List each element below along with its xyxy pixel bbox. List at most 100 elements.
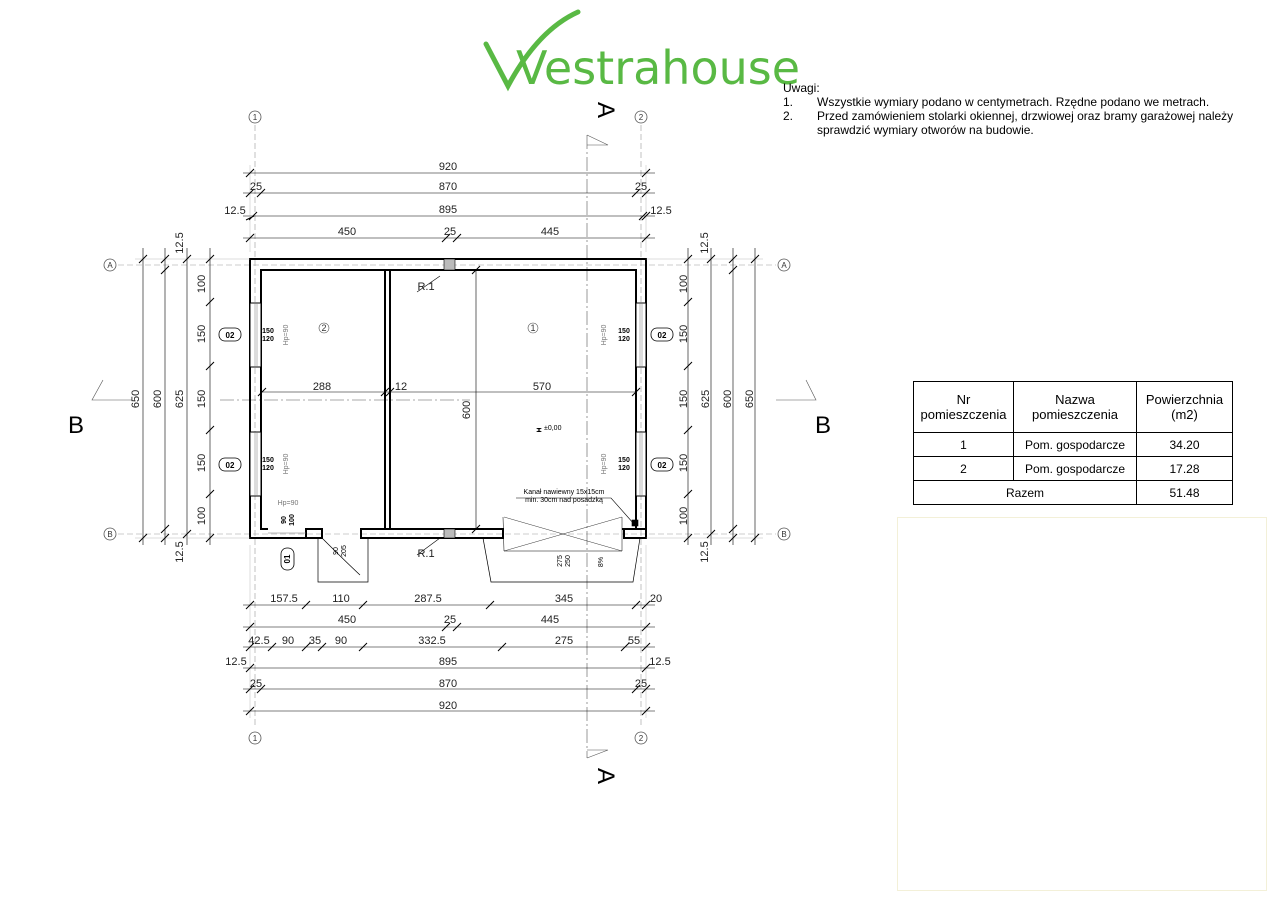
table-row: 1 Pom. gospodarcze 34.20 [913, 432, 1233, 457]
logo-swoosh [483, 9, 581, 92]
door-height: 205 [341, 545, 348, 557]
axis-label-2: 2 [639, 734, 644, 743]
cell-nr: 1 [913, 432, 1014, 457]
dim-bottom-inner: 870 [439, 678, 457, 690]
extension-lines [135, 165, 763, 718]
dim-bottom-outer: 895 [439, 656, 457, 668]
window-tag-label: 02 [226, 461, 235, 470]
vent-leader [516, 497, 639, 527]
dim-right-inner: 600 [722, 390, 734, 408]
dim-bottom-wall-right: 25 [635, 678, 647, 690]
walls [249, 258, 647, 539]
dim-bottom-offset-left: 12.5 [225, 656, 246, 668]
dim-left-overall: 650 [130, 390, 142, 408]
lintel-leaders [416, 275, 441, 556]
axis-label-2: 2 [639, 113, 644, 122]
door-sill: Hp=90 [278, 500, 299, 507]
gate-slope: 8% [598, 557, 605, 567]
dim-width-left: 288 [313, 381, 331, 393]
dim-right-seg-0: 100 [678, 275, 690, 293]
door-tag-label: 01 [283, 554, 292, 563]
room-table: Nr pomieszczenia Nazwa pomieszczenia Pow… [913, 381, 1233, 505]
dim-bottom-r2-2: 445 [541, 614, 559, 626]
note-number: 2. [783, 109, 794, 123]
window-tag-label: 02 [658, 331, 667, 340]
total-value: 51.48 [1136, 480, 1233, 505]
note-text: Wszystkie wymiary podano w centymetrach.… [817, 95, 1210, 109]
header-area: Powierzchnia (m2) [1136, 381, 1233, 433]
axis-label-b: B [107, 530, 112, 539]
garage-gate [482, 516, 641, 583]
door-width: 90 [333, 547, 340, 555]
dim-bottom-r1-2: 287.5 [414, 593, 442, 605]
cell-name: Pom. gospodarcze [1013, 456, 1137, 481]
dim-left-seg-0: 100 [196, 275, 208, 293]
window-width: 150 [618, 457, 630, 464]
window-sill: Hp=90 [601, 324, 608, 345]
dimension-ticks [138, 168, 760, 716]
section-label-a-bottom: A [592, 768, 619, 784]
dim-top-wall-right: 25 [635, 181, 647, 193]
room-number-1: 1 [530, 323, 535, 333]
dim-height: 600 [461, 401, 473, 419]
window-height: 120 [262, 465, 274, 472]
window-height: 120 [618, 336, 630, 343]
door-small-height: 100 [289, 514, 296, 526]
section-a-line [586, 134, 609, 759]
door-small-width: 90 [281, 516, 288, 524]
cell-nr: 2 [913, 456, 1014, 481]
note-number: 1. [783, 95, 794, 109]
dim-right-mid: 625 [700, 390, 712, 408]
room-marker [527, 322, 539, 334]
dim-bottom-offset-right: 12.5 [649, 656, 670, 668]
dim-right-seg-1: 150 [678, 325, 690, 343]
note-text: Przed zamówieniem stolarki okiennej, drz… [817, 109, 1234, 137]
dim-left-seg-4: 100 [196, 507, 208, 525]
dim-top-right-room: 445 [541, 226, 559, 238]
dim-left-mid: 625 [174, 390, 186, 408]
section-label-b-left: B [68, 412, 84, 439]
dim-bottom-r3-0: 42.5 [248, 635, 269, 647]
dim-right-offset-top: 12.5 [699, 232, 711, 253]
room-marker [318, 322, 330, 334]
dim-bottom-r3-6: 55 [628, 635, 640, 647]
dim-right-offset-bottom: 12.5 [699, 541, 711, 562]
cell-name: Pom. gospodarcze [1013, 432, 1137, 457]
dimension-lines [142, 172, 756, 712]
header-name: Nazwa pomieszczenia [1013, 381, 1137, 433]
dim-bottom-r1-1: 110 [332, 593, 350, 605]
window-tags [218, 327, 674, 571]
window-width: 150 [262, 457, 274, 464]
dim-width-right: 570 [533, 381, 551, 393]
cell-area: 34.20 [1136, 432, 1233, 457]
dim-bottom-r3-3: 90 [335, 635, 347, 647]
dim-top-overall: 920 [439, 161, 457, 173]
window-sill: Hp=90 [601, 453, 608, 474]
window-width: 150 [262, 328, 274, 335]
dim-right-seg-3: 150 [678, 454, 690, 472]
header-nr: Nr pomieszczenia [913, 381, 1014, 433]
axis-label-1: 1 [253, 734, 258, 743]
dim-top-left-room: 450 [338, 226, 356, 238]
dim-top-inner: 870 [439, 181, 457, 193]
windows [249, 302, 647, 497]
dim-left-seg-1: 150 [196, 325, 208, 343]
notes: Uwagi: 1. Wszystkie wymiary podano w cen… [783, 81, 1263, 137]
window-sill: Hp=90 [283, 453, 290, 474]
dim-bottom-r3-5: 275 [555, 635, 573, 647]
lintel-hatch [443, 258, 456, 539]
dim-bottom-r3-2: 35 [309, 635, 321, 647]
dim-bottom-wall-left: 25 [250, 678, 262, 690]
door-swing [317, 537, 369, 583]
dim-bottom-r1-4: 20 [650, 593, 662, 605]
axis-label-a: A [107, 261, 113, 270]
vent-note-1: Kanał nawiewny 15x15cm [524, 489, 605, 496]
dim-right-seg-4: 100 [678, 507, 690, 525]
dim-left-inner: 600 [152, 390, 164, 408]
window-height: 120 [618, 465, 630, 472]
axis-label-1: 1 [253, 113, 258, 122]
note-item: 2. Przed zamówieniem stolarki okiennej, … [783, 109, 1263, 137]
dim-bottom-r1-0: 157.5 [270, 593, 298, 605]
window-tag-label: 02 [658, 461, 667, 470]
section-b-marker [91, 379, 817, 401]
